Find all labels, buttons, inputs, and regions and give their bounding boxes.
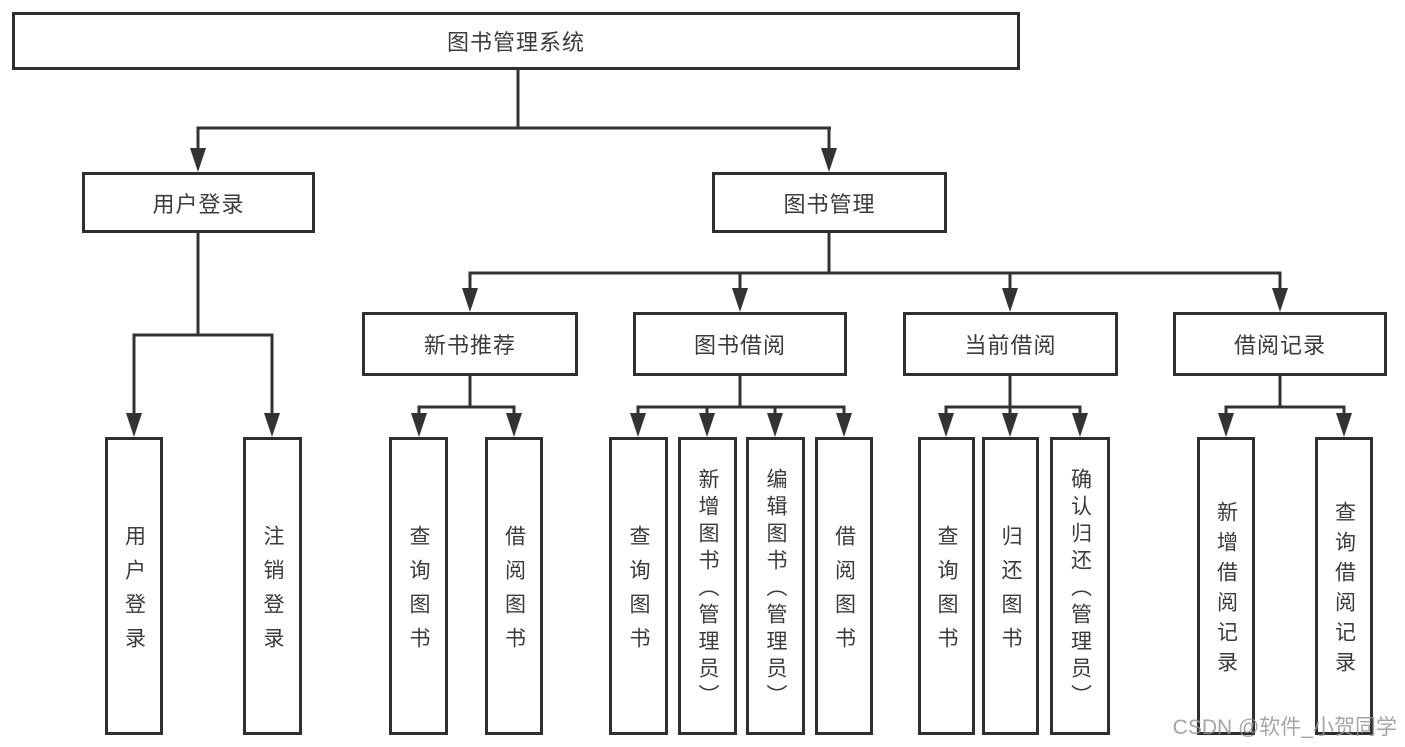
node-new-book-recommend-label: 新书推荐	[423, 333, 516, 358]
leaf-confirm-return-admin-label: 确认归还（管理员）	[1068, 467, 1092, 711]
node-book-management-label: 图书管理	[783, 191, 876, 217]
leaf-borrow-query-books: 查询图书	[609, 437, 668, 735]
node-root-label: 图书管理系统	[446, 30, 585, 55]
node-new-book-recommend: 新书推荐	[362, 312, 578, 376]
leaf-add-books-admin-label: 新增图书（管理员）	[696, 467, 719, 711]
leaf-logout-label: 注销登录	[261, 524, 284, 661]
leaf-query-borrow-record-label: 查询借阅记录	[1332, 500, 1356, 681]
connector-book-borrow-split	[630, 376, 852, 437]
leaf-add-books-admin: 新增图书（管理员）	[678, 437, 737, 735]
node-book-borrow-label: 图书借阅	[693, 333, 786, 358]
csdn-watermark: CSDN @软件_小贺同学	[1172, 716, 1397, 739]
node-current-borrow: 当前借阅	[903, 312, 1118, 376]
leaf-current-query-books: 查询图书	[918, 437, 975, 735]
node-user-login: 用户登录	[82, 172, 315, 233]
leaf-add-borrow-record: 新增借阅记录	[1197, 437, 1255, 735]
node-user-login-label: 用户登录	[152, 191, 245, 217]
connector-user-login-split	[126, 233, 280, 437]
connector-book-management-split	[462, 233, 1288, 312]
connector-current-borrow-split	[938, 376, 1088, 437]
leaf-return-books: 归还图书	[982, 437, 1039, 735]
leaf-borrow-query-books-label: 查询图书	[627, 524, 650, 661]
node-book-borrow: 图书借阅	[633, 312, 847, 376]
node-root: 图书管理系统	[12, 12, 1020, 70]
node-book-management: 图书管理	[712, 172, 947, 233]
leaf-recommend-query-books: 查询图书	[389, 437, 448, 735]
leaf-user-login: 用户登录	[105, 437, 163, 735]
leaf-recommend-query-books-label: 查询图书	[407, 524, 430, 661]
leaf-current-query-books-label: 查询图书	[935, 524, 958, 661]
leaf-recommend-borrow-books-label: 借阅图书	[502, 524, 526, 661]
leaf-edit-books-admin: 编辑图书（管理员）	[746, 437, 805, 735]
node-borrow-records: 借阅记录	[1173, 312, 1387, 376]
leaf-confirm-return-admin: 确认归还（管理员）	[1050, 437, 1110, 735]
leaf-add-borrow-record-label: 新增借阅记录	[1214, 500, 1238, 681]
connector-group	[126, 70, 1352, 437]
connector-root-split	[190, 70, 837, 172]
leaf-borrow-books: 借阅图书	[815, 437, 873, 735]
node-current-borrow-label: 当前借阅	[964, 333, 1057, 358]
connector-new-book-split	[411, 376, 522, 437]
leaf-query-borrow-record: 查询借阅记录	[1315, 437, 1373, 735]
leaf-user-login-label: 用户登录	[122, 524, 146, 661]
leaf-return-books-label: 归还图书	[999, 524, 1022, 661]
node-borrow-records-label: 借阅记录	[1233, 333, 1326, 358]
leaf-edit-books-admin-label: 编辑图书（管理员）	[764, 467, 787, 711]
connector-borrow-records-split	[1218, 376, 1352, 437]
leaf-borrow-books-label: 借阅图书	[832, 524, 856, 661]
leaf-logout: 注销登录	[243, 437, 302, 735]
leaf-recommend-borrow-books: 借阅图书	[485, 437, 543, 735]
